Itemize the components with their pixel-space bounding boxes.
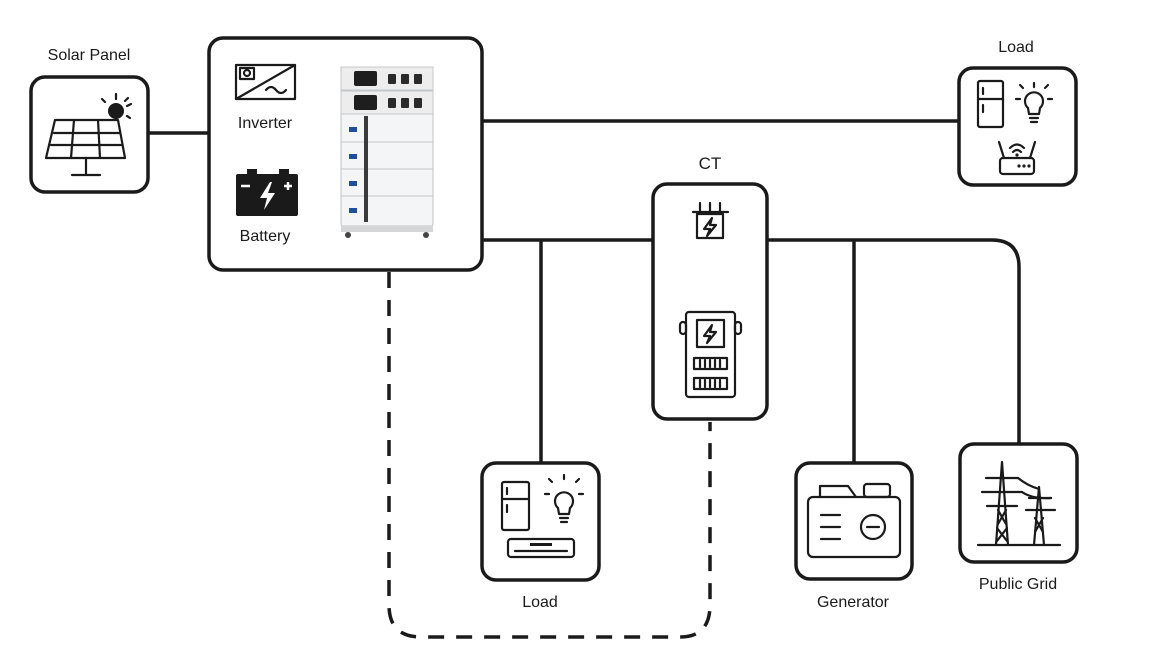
air-conditioner-icon [506, 537, 576, 559]
load-top-box [957, 66, 1078, 187]
power-pylon-icon [976, 460, 1062, 547]
ct-node: CT [651, 154, 769, 421]
inverter-label: Inverter [238, 115, 293, 132]
inverter-icon [234, 63, 297, 101]
energy-meter-icon [678, 310, 743, 399]
wire-ct-grid [767, 238, 1021, 444]
generator-icon [806, 482, 902, 559]
battery-stack-icon [340, 66, 434, 238]
solar-panel-node: Solar Panel [29, 47, 150, 194]
wifi-router-icon [997, 140, 1037, 176]
battery-label: Battery [240, 228, 291, 245]
current-transformer-icon [691, 201, 730, 240]
load-bottom-label: Load [522, 594, 558, 611]
battery-icon [236, 169, 298, 216]
generator-node: Generator [794, 461, 914, 611]
generator-box [794, 461, 914, 581]
fridge-icon [500, 480, 531, 532]
connection-lines [148, 119, 1021, 639]
generator-label: Generator [817, 594, 890, 611]
load-top-node: Load [957, 39, 1078, 187]
dashed-ct-link [387, 272, 712, 639]
public-grid-node: Public Grid [958, 442, 1079, 593]
ct-label: CT [699, 154, 722, 173]
public-grid-label: Public Grid [979, 576, 1057, 593]
light-bulb-icon [543, 473, 585, 524]
load-bottom-node: Load [480, 461, 601, 611]
load-top-label: Load [998, 39, 1034, 56]
ct-box [651, 182, 769, 421]
fridge-icon [976, 79, 1005, 129]
public-grid-box [958, 442, 1079, 564]
solar-panel-icon [44, 92, 133, 177]
light-bulb-icon [1014, 81, 1054, 124]
solar-panel-label: Solar Panel [48, 47, 131, 64]
inverter-battery-node: Inverter Battery [207, 36, 484, 272]
load-bottom-box [480, 461, 601, 582]
